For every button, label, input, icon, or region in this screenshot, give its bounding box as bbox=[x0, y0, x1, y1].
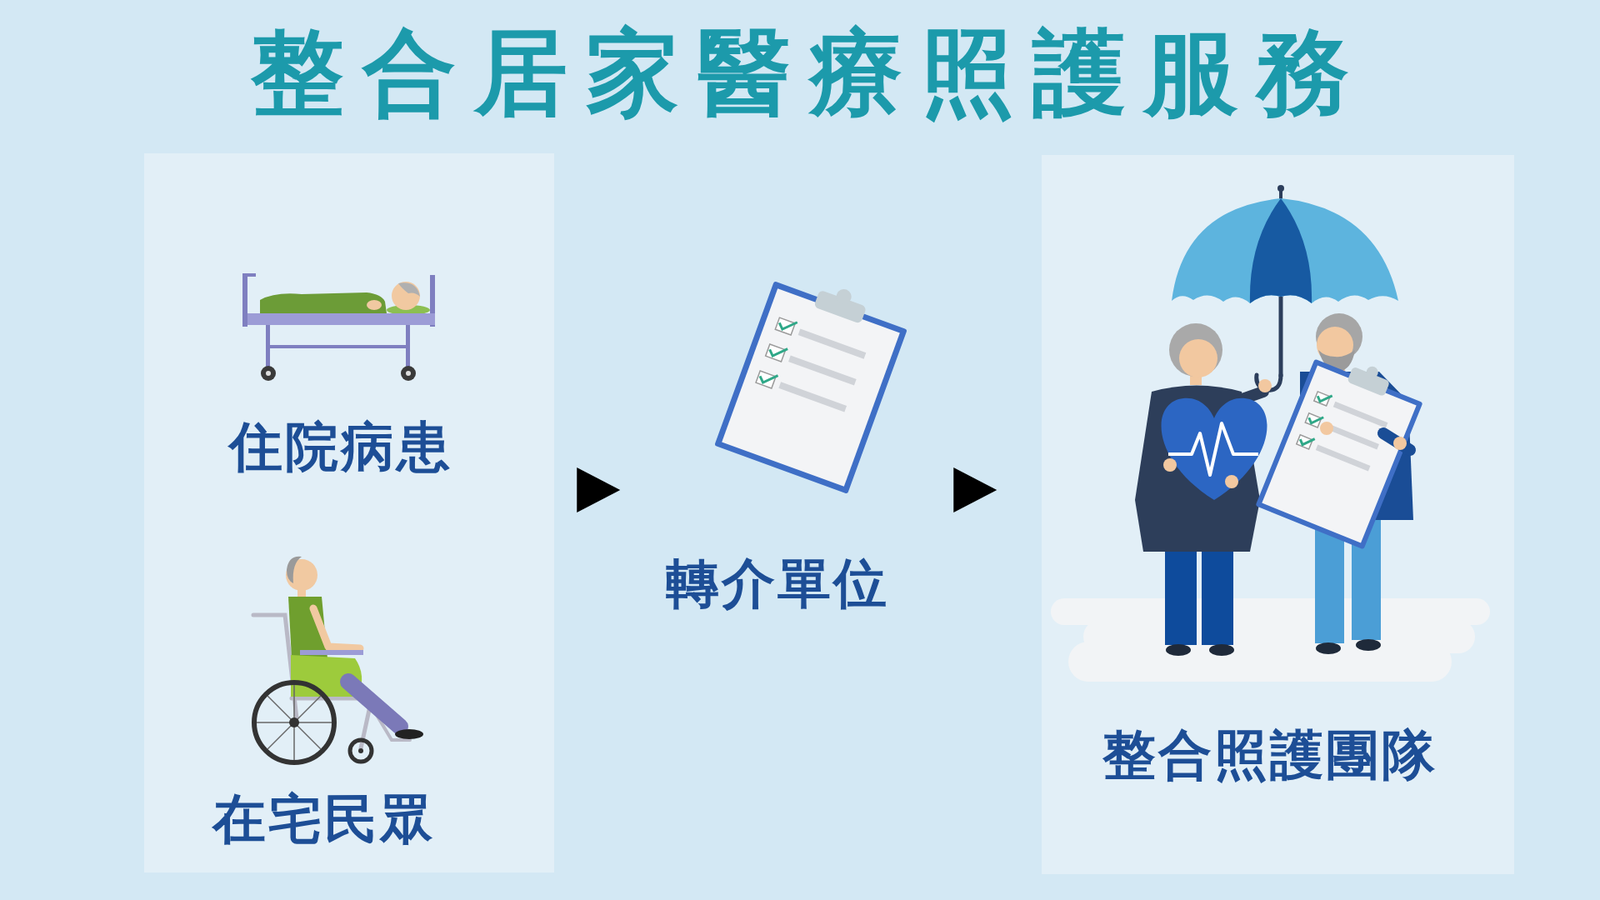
arrow-connector bbox=[576, 467, 620, 513]
node-label: 整合照護團隊 bbox=[1100, 723, 1438, 788]
arrow-connector bbox=[953, 467, 997, 513]
title-wrap: 整合居家醫療照護服務 bbox=[0, 16, 1600, 129]
wheelchair-icon bbox=[253, 556, 424, 763]
label-wrap: 在宅民眾 bbox=[210, 787, 436, 852]
node-label: 在宅民眾 bbox=[210, 787, 436, 852]
hospital-bed-icon bbox=[242, 273, 435, 381]
node-label: 住院病患 bbox=[226, 415, 453, 480]
diagram-title: 整合居家醫療照護服務 bbox=[232, 16, 1368, 129]
team-panel: 整合照護團隊 bbox=[1041, 155, 1515, 875]
node-label: 轉介單位 bbox=[663, 551, 890, 616]
clipboard-icon bbox=[714, 265, 913, 494]
source-panel: 住院病患在宅民眾 bbox=[144, 153, 555, 873]
label-wrap: 轉介單位 bbox=[663, 551, 890, 616]
label-wrap: 整合照護團隊 bbox=[1100, 723, 1438, 788]
care-team-illustration bbox=[1050, 185, 1490, 682]
label-wrap: 住院病患 bbox=[226, 415, 453, 480]
referral-step: 轉介單位 bbox=[643, 275, 910, 625]
